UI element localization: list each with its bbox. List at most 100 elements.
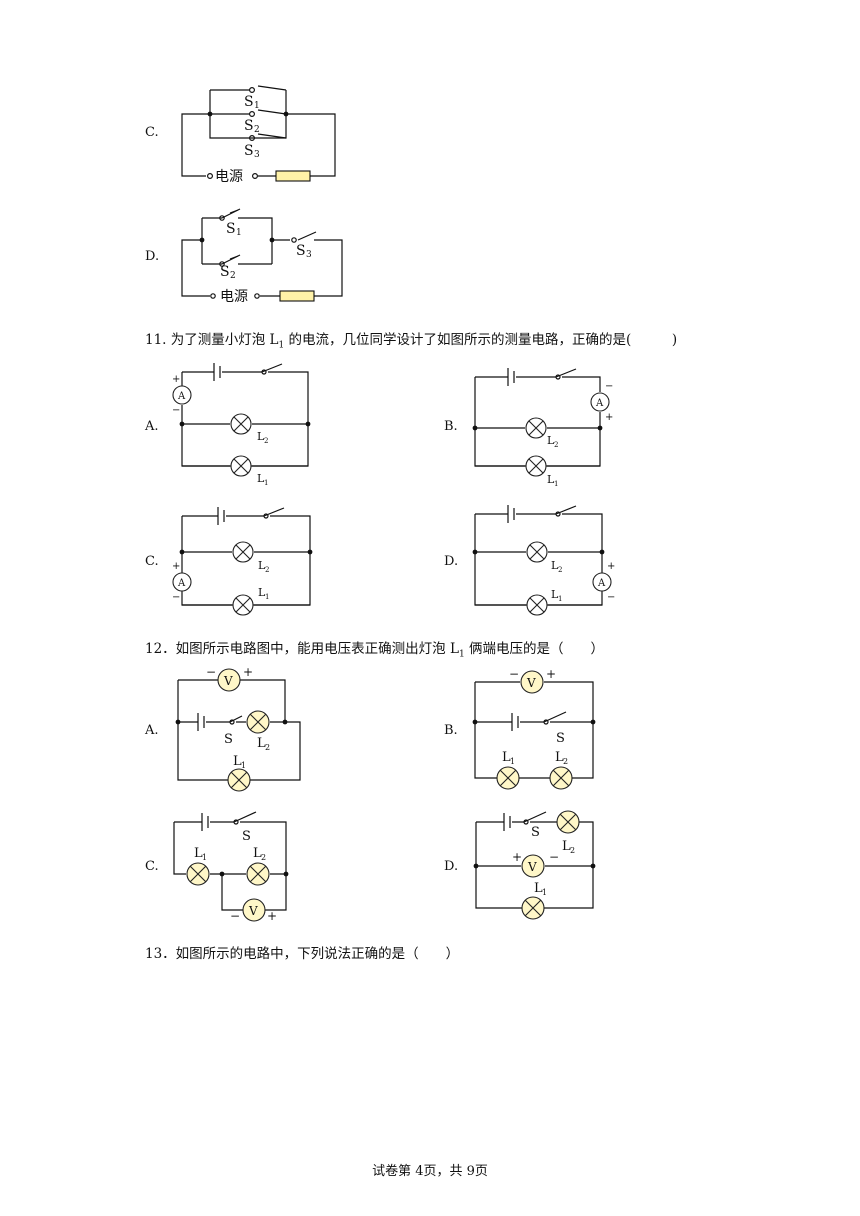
bulb-label-sub: 2 bbox=[570, 846, 575, 855]
ammeter-label: A bbox=[177, 578, 186, 589]
voltmeter-icon bbox=[242, 898, 266, 922]
bulb-label: L bbox=[502, 750, 511, 765]
option-label-a: A. bbox=[145, 723, 159, 738]
bulb-label: L bbox=[534, 881, 543, 896]
minus-sign: − bbox=[172, 592, 180, 603]
bulb-label-sub: 2 bbox=[558, 566, 562, 574]
bulb-label: L bbox=[547, 473, 555, 486]
switch-label-s3: S bbox=[244, 143, 254, 159]
minus-sign: − bbox=[230, 909, 240, 923]
option-label-b: B. bbox=[444, 419, 458, 434]
switch-label-s2-sub: 2 bbox=[254, 125, 260, 135]
resistor bbox=[279, 290, 315, 302]
bulb-label-sub: 2 bbox=[264, 437, 268, 445]
bulb-label: L bbox=[547, 434, 555, 447]
bulb-label: L bbox=[562, 839, 571, 854]
switch-label-s3-sub: 3 bbox=[306, 250, 312, 260]
bulb-label: L bbox=[258, 586, 266, 599]
bulb-label: L bbox=[257, 736, 266, 751]
voltmeter-icon bbox=[217, 668, 241, 692]
question-11-text: 11. 为了测量小灯泡 L1 的电流，几位同学设计了如图所示的测量电路，正确的是… bbox=[145, 332, 678, 351]
ammeter-icon bbox=[172, 385, 192, 405]
voltmeter-icon bbox=[520, 670, 544, 694]
plus-sign: + bbox=[546, 667, 556, 681]
bulb-label: L bbox=[555, 750, 564, 765]
resistor bbox=[275, 170, 311, 182]
bulb-label-sub: 2 bbox=[261, 853, 266, 862]
switch-label-s1-sub: 1 bbox=[254, 101, 260, 111]
switch-label-s3-sub: 3 bbox=[254, 150, 260, 160]
minus-sign: − bbox=[605, 381, 613, 392]
bulb-label-sub: 1 bbox=[542, 888, 547, 897]
bulb-label: L bbox=[194, 846, 203, 861]
switch-label-s2: S bbox=[220, 264, 230, 280]
ammeter-label: A bbox=[177, 391, 186, 402]
ammeter-icon bbox=[172, 572, 192, 592]
bulb-label: L bbox=[233, 754, 242, 769]
switch-label: S bbox=[224, 732, 233, 747]
switch-label-s2-sub: 2 bbox=[230, 271, 236, 281]
plus-sign: + bbox=[607, 561, 615, 572]
switch-label-s1: S bbox=[244, 94, 254, 110]
voltmeter-label: V bbox=[527, 860, 537, 874]
bulb-label-sub: 1 bbox=[265, 593, 269, 601]
ammeter-label: A bbox=[597, 578, 606, 589]
bulb-label-sub: 1 bbox=[241, 761, 246, 770]
bulb-label-sub: 1 bbox=[554, 480, 558, 488]
minus-sign: − bbox=[607, 592, 615, 603]
bulb-label-sub: 2 bbox=[265, 566, 269, 574]
power-source-label: 电源 bbox=[220, 289, 248, 305]
bulb-label-sub: 1 bbox=[202, 853, 207, 862]
bulb-label-sub: 2 bbox=[265, 743, 270, 752]
minus-sign: − bbox=[509, 667, 519, 681]
bulb-label-sub: 2 bbox=[554, 441, 558, 449]
ammeter-label: A bbox=[595, 398, 604, 409]
voltmeter-label: V bbox=[248, 904, 258, 918]
minus-sign: − bbox=[206, 665, 216, 679]
option-label-c: C. bbox=[145, 859, 159, 874]
switch-label-s1: S bbox=[226, 221, 236, 237]
page-footer: 试卷第 4页，共 9页 bbox=[372, 1164, 488, 1179]
option-label-a: A. bbox=[145, 419, 159, 434]
question-12-text: 12．如图所示电路图中，能用电压表正确测出灯泡 L1 俩端电压的是（ ） bbox=[145, 641, 604, 660]
voltmeter-label: V bbox=[526, 676, 536, 690]
option-label-c: C. bbox=[145, 125, 159, 140]
voltmeter-icon bbox=[521, 854, 545, 878]
ammeter-icon bbox=[590, 392, 610, 412]
switch-label-s2: S bbox=[244, 118, 254, 134]
ammeter-icon bbox=[592, 572, 612, 592]
option-label-d: D. bbox=[145, 249, 160, 264]
option-label-c: C. bbox=[145, 554, 159, 569]
plus-sign: + bbox=[243, 665, 253, 679]
option-label-d: D. bbox=[444, 859, 459, 874]
switch-label-s1-sub: 1 bbox=[236, 228, 242, 238]
bulb-label-sub: 1 bbox=[558, 595, 562, 603]
power-source-label: 电源 bbox=[215, 169, 243, 185]
option-label-d: D. bbox=[444, 554, 459, 569]
bulb-label: L bbox=[253, 846, 262, 861]
bulb-label: L bbox=[258, 559, 266, 572]
bulb-label: L bbox=[551, 588, 559, 601]
bulb-label: L bbox=[551, 559, 559, 572]
switch-label: S bbox=[556, 731, 565, 746]
voltmeter-label: V bbox=[223, 674, 233, 688]
plus-sign: + bbox=[512, 850, 522, 864]
bulb-label-sub: 1 bbox=[264, 479, 268, 487]
bulb-label-sub: 1 bbox=[510, 757, 515, 766]
bulb-label: L bbox=[257, 430, 265, 443]
question-13-text: 13．如图所示的电路中，下列说法正确的是（ ） bbox=[145, 946, 460, 962]
minus-sign: − bbox=[549, 850, 559, 864]
switch-label-s3: S bbox=[296, 243, 306, 259]
bulb-label: L bbox=[257, 472, 265, 485]
switch-label: S bbox=[242, 829, 251, 844]
plus-sign: + bbox=[172, 374, 180, 385]
